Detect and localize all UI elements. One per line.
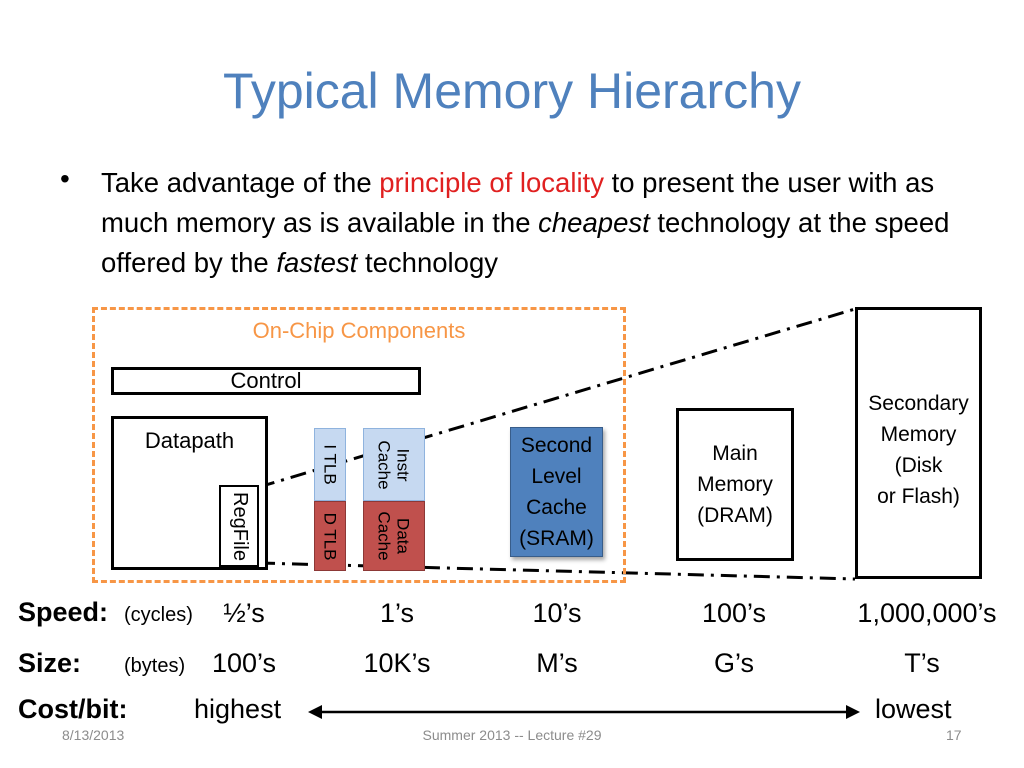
speed-value: 1’s (379, 598, 415, 628)
slide-title: Typical Memory Hierarchy (223, 63, 801, 119)
fastest-emphasis: fastest (276, 247, 358, 278)
size-value: 10K’s (363, 648, 431, 678)
datapath-label: Datapath (144, 428, 235, 453)
lower-connector-line (258, 561, 856, 581)
cost-label: Cost/bit: (18, 694, 128, 724)
on-chip-label: On-Chip Components (252, 318, 466, 343)
bullet-text: Take advantage of the principle of local… (101, 163, 981, 283)
cost-arrow-right-head (846, 705, 860, 719)
footer-date: 8/13/2013 (62, 727, 125, 743)
speed-label: Speed: (18, 597, 109, 627)
size-value: T’s (904, 648, 940, 678)
size-value: M’s (536, 648, 578, 678)
size-value: G’s (713, 648, 754, 678)
itlb-label: I TLB (320, 444, 340, 485)
regfile-box: RegFile (219, 485, 259, 567)
footer-lecture: Summer 2013 -- Lecture #29 (422, 727, 602, 743)
cost-arrow-left-head (308, 705, 322, 719)
cheapest-emphasis: cheapest (538, 207, 650, 238)
bullet-part1: Take advantage of the (101, 167, 380, 198)
footer-page-number: 17 (946, 727, 962, 743)
bullet-marker: • (60, 163, 70, 194)
cost-lowest: lowest (875, 694, 952, 724)
dtlb-label: D TLB (320, 512, 340, 560)
locality-highlight: principle of locality (379, 167, 604, 198)
on-chip-frame (92, 307, 626, 583)
size-value: 100’s (211, 648, 277, 678)
speed-value: 1,000,000’s (857, 598, 997, 628)
bullet-part3: technology at the speed offered by the (101, 207, 950, 278)
speed-value: 10’s (532, 598, 582, 628)
cost-highest: highest (194, 694, 282, 724)
size-label: Size: (18, 648, 82, 678)
control-label: Control (230, 368, 302, 393)
speed-value: 100’s (701, 598, 767, 628)
itlb-box: I TLB (314, 428, 346, 501)
size-unit: (bytes) (124, 655, 186, 677)
bullet-part4: technology (357, 247, 498, 278)
regfile-label: RegFile (228, 491, 251, 561)
speed-value: ½’s (223, 598, 265, 628)
dtlb-box: D TLB (314, 501, 346, 571)
speed-unit: (cycles) (124, 604, 193, 626)
upper-connector-line (258, 307, 856, 489)
bullet-part2: to present the user with as much memory … (101, 167, 935, 238)
control-box: Control (111, 367, 421, 395)
